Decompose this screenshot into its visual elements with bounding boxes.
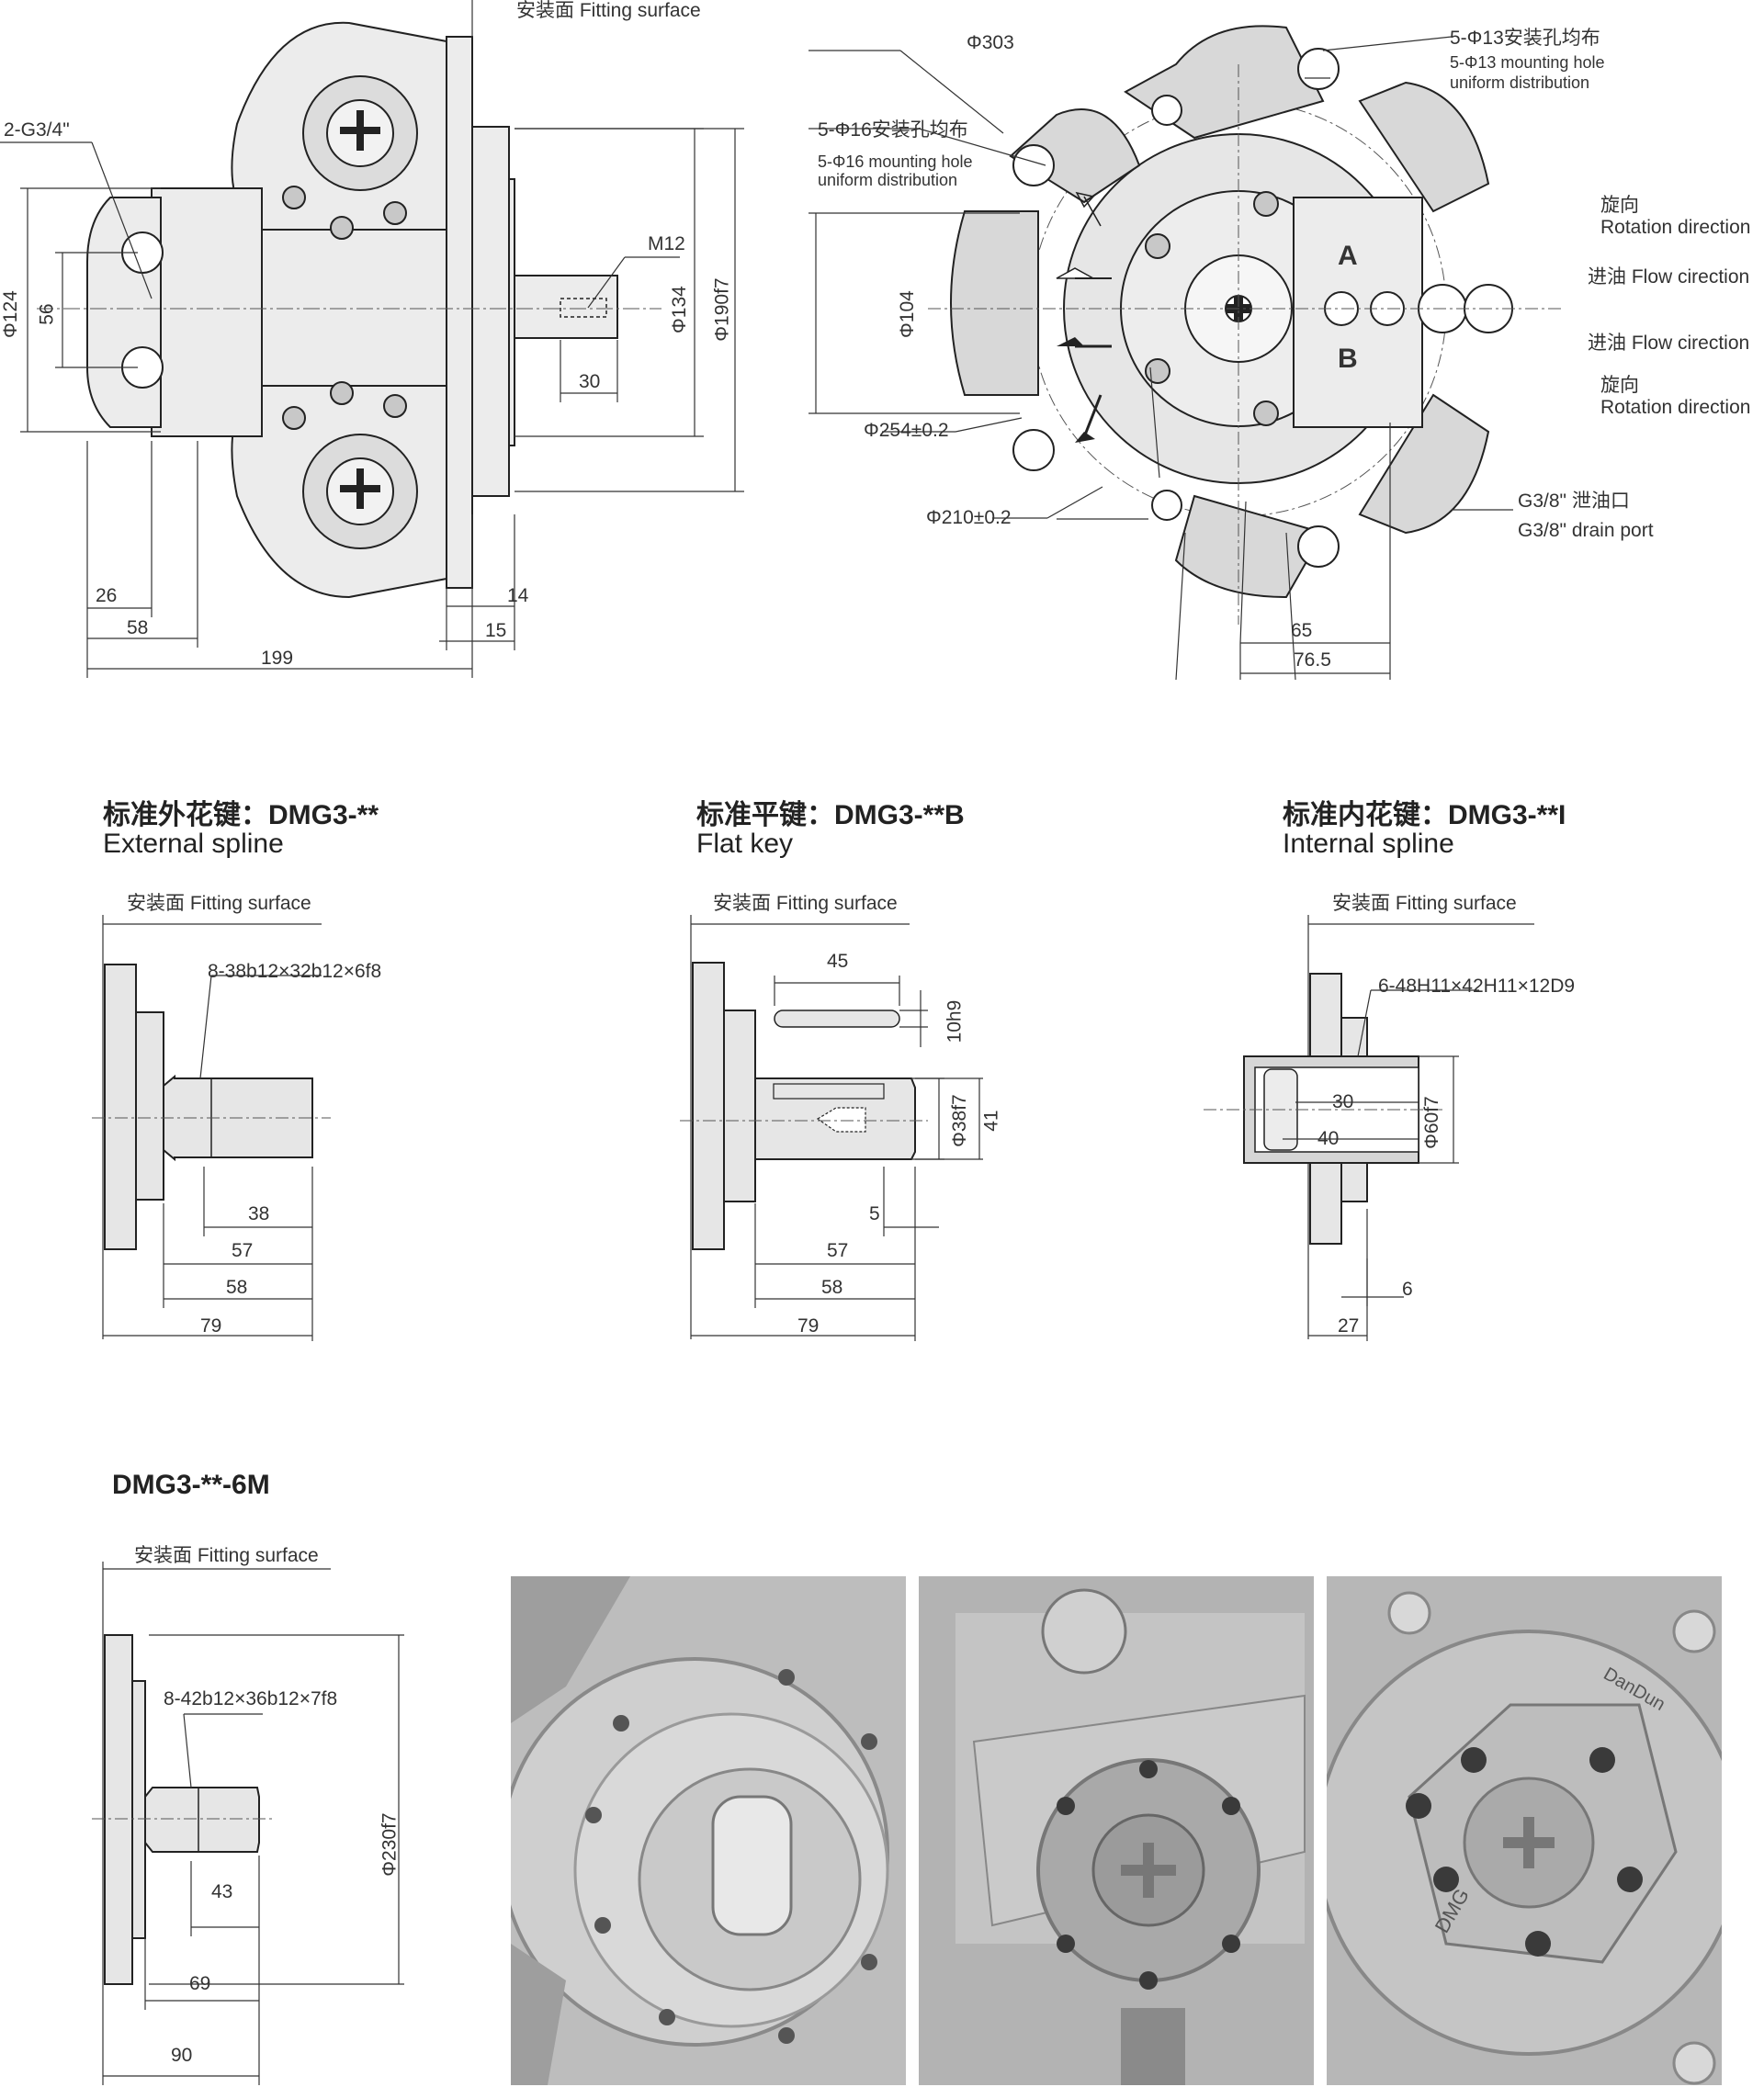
ext-dim-38-label: 38 [248,1203,270,1224]
int-spline-title-en: Internal spline [1283,829,1454,859]
ext-fitting-label: 安装面 Fitting surface [127,893,311,914]
product-photo-cover: DanDun DMG [1327,1576,1722,2085]
flat-key-title-en: Flat key [696,829,794,859]
ext-spec-label: 8-38b12×32b12×6f8 [208,961,382,982]
six-m-dia-230-label: Φ230f7 [379,1812,401,1877]
dim-199-label: 199 [261,648,294,669]
rotation-cn-label: 旋向 [1600,195,1639,216]
port-label: 2-G3/4" [4,119,70,141]
int-spline-drawing [1204,915,1534,1341]
side-view-drawing [0,0,744,678]
flat-dim-58-label: 58 [821,1277,843,1298]
rotation2-cn-label: 旋向 [1600,375,1639,396]
dia-124-label: Φ124 [0,290,21,338]
six-m-fitting-label: 安装面 Fitting surface [134,1545,319,1566]
flat-key-title-cn: 标准平键：DMG3-**B [696,800,965,830]
dia-210-label: Φ210±0.2 [926,507,1012,528]
ext-dim-58-label: 58 [226,1277,248,1298]
int-dim-30-label: 30 [1332,1091,1354,1112]
int-dim-40-label: 40 [1317,1128,1340,1149]
product-photo-shaft [511,1576,906,2085]
dim-56-label: 56 [36,303,58,325]
holes13-cn-label: 5-Φ13安装孔均布 [1450,28,1600,49]
six-m-dim-90-label: 90 [171,2045,193,2066]
dia-190-label: Φ190f7 [711,277,733,342]
six-m-title: DMG3-**-6M [112,1470,270,1500]
int-spec-label: 6-48H11×42H11×12D9 [1378,976,1576,997]
flat-dim-45-label: 45 [827,951,849,972]
fitting-surface-label: 安装面 Fitting surface [516,0,701,21]
holes16-en1-label: 5-Φ16 mounting hole [818,152,973,171]
drain-en-label: G3/8" drain port [1518,520,1654,541]
dia-104-label: Φ104 [896,290,918,338]
flat-dia-38-label: Φ38f7 [948,1094,970,1147]
flat-key-drawing [680,915,983,1341]
drain-cn-label: G3/8" 泄油口 [1518,491,1630,512]
int-spline-title-cn: 标准内花键：DMG3-**I [1283,800,1566,830]
six-m-dim-43-label: 43 [211,1881,233,1902]
flow1-label: 进油 Flow cirection [1588,266,1750,288]
dim-65-label: 65 [1291,620,1313,641]
int-dim-6-label: 6 [1402,1279,1413,1300]
flat-dim-57-label: 57 [827,1240,849,1261]
dim-26-label: 26 [96,585,118,606]
flat-dim-5-label: 5 [869,1203,880,1224]
six-m-drawing [92,1562,404,2085]
thread-label: M12 [648,233,685,254]
six-m-dim-69-label: 69 [189,1973,211,1994]
dim-30-label: 30 [579,371,601,392]
flow2-label: 进油 Flow cirection [1588,333,1750,354]
int-dim-27-label: 27 [1338,1315,1360,1337]
int-dia-60-label: Φ60f7 [1420,1096,1442,1149]
dia-303-label: Φ303 [967,32,1014,53]
holes13-en2-label: uniform distribution [1450,73,1590,92]
holes13-en1-label: 5-Φ13 mounting hole [1450,53,1605,72]
six-m-spec-label: 8-42b12×36b12×7f8 [164,1688,338,1709]
rotation-en-label: Rotation direction [1600,217,1751,238]
ext-spline-drawing [92,915,331,1341]
dim-15-label: 15 [485,620,507,641]
flat-dim-79-label: 79 [797,1315,820,1337]
flat-key-label: 10h9 [944,999,966,1044]
port-a-label: A [1338,241,1358,271]
flat-dim-41-label: 41 [980,1110,1002,1132]
int-fitting-label: 安装面 Fitting surface [1332,893,1517,914]
ext-spline-title-cn: 标准外花键：DMG3-** [103,800,379,830]
dia-134-label: Φ134 [668,286,690,333]
flat-fitting-label: 安装面 Fitting surface [713,893,898,914]
ext-dim-79-label: 79 [200,1315,222,1337]
ext-spline-title-en: External spline [103,829,284,859]
holes16-en2-label: uniform distribution [818,171,958,189]
dim-14-label: 14 [507,585,529,606]
port-b-label: B [1338,344,1358,374]
front-view-drawing [808,25,1562,681]
product-photo-cylinder [919,1576,1314,2085]
dim-76-5-label: 76.5 [1294,649,1331,671]
ext-dim-57-label: 57 [232,1240,254,1261]
dia-254-label: Φ254±0.2 [864,420,949,441]
rotation2-en-label: Rotation direction [1600,397,1751,418]
dim-58-label: 58 [127,617,149,638]
holes16-cn-label: 5-Φ16安装孔均布 [818,119,968,141]
